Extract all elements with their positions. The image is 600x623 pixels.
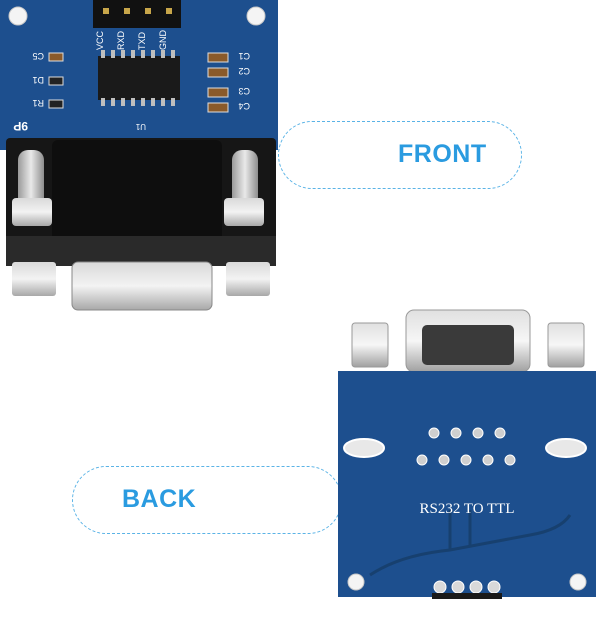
back-board-photo: RS232 TO TTL bbox=[338, 309, 596, 599]
db9-screw-right bbox=[224, 150, 264, 226]
db9-solder-pads bbox=[416, 427, 516, 466]
mounting-hole bbox=[347, 573, 365, 591]
pin-label-rxd: RXD bbox=[116, 30, 126, 50]
capacitor-c2 bbox=[207, 67, 229, 78]
label-d1: D1 bbox=[32, 75, 44, 85]
capacitor-c1 bbox=[207, 52, 229, 63]
capacitor-c4 bbox=[207, 102, 229, 113]
front-callout bbox=[278, 121, 522, 189]
back-callout bbox=[72, 466, 342, 534]
mounting-hole bbox=[246, 6, 266, 26]
label-c5: C5 bbox=[32, 51, 44, 61]
back-label: BACK bbox=[122, 485, 197, 513]
ic-chip-u1 bbox=[98, 50, 180, 106]
pin-label-txd: TXD bbox=[137, 31, 147, 50]
capacitor-c3 bbox=[207, 87, 229, 98]
diode-d1 bbox=[48, 76, 64, 86]
mounting-slot-right bbox=[545, 438, 587, 458]
label-u1: U1 bbox=[135, 122, 146, 131]
db9-metal-shell bbox=[71, 261, 213, 311]
label-r1: R1 bbox=[32, 98, 44, 108]
capacitor-c5 bbox=[48, 52, 64, 62]
db9-screw-left bbox=[12, 150, 52, 226]
front-label: FRONT bbox=[398, 140, 487, 168]
back-board-text: RS232 TO TTL bbox=[419, 501, 514, 517]
label-c4: C4 bbox=[238, 101, 250, 111]
hex-standoff-left bbox=[351, 322, 389, 368]
mounting-hole bbox=[8, 6, 28, 26]
resistor-r1 bbox=[48, 99, 64, 109]
back-pcb bbox=[338, 371, 596, 597]
mounting-hole bbox=[569, 573, 587, 591]
label-c1: C1 bbox=[238, 51, 250, 61]
label-9p: 9P bbox=[13, 119, 28, 133]
mounting-slot-left bbox=[343, 438, 385, 458]
label-c3: C3 bbox=[238, 86, 250, 96]
label-c2: C2 bbox=[238, 66, 250, 76]
hex-standoff-right bbox=[547, 322, 585, 368]
pin-label-vcc: VCC bbox=[95, 30, 105, 50]
ttl-header-pads bbox=[433, 580, 501, 594]
front-board-photo: VCC RXD TXD GND U1 C5 D1 R1 C1 C2 C3 C4 … bbox=[0, 0, 278, 311]
pin-label-gnd: GND bbox=[158, 30, 168, 51]
